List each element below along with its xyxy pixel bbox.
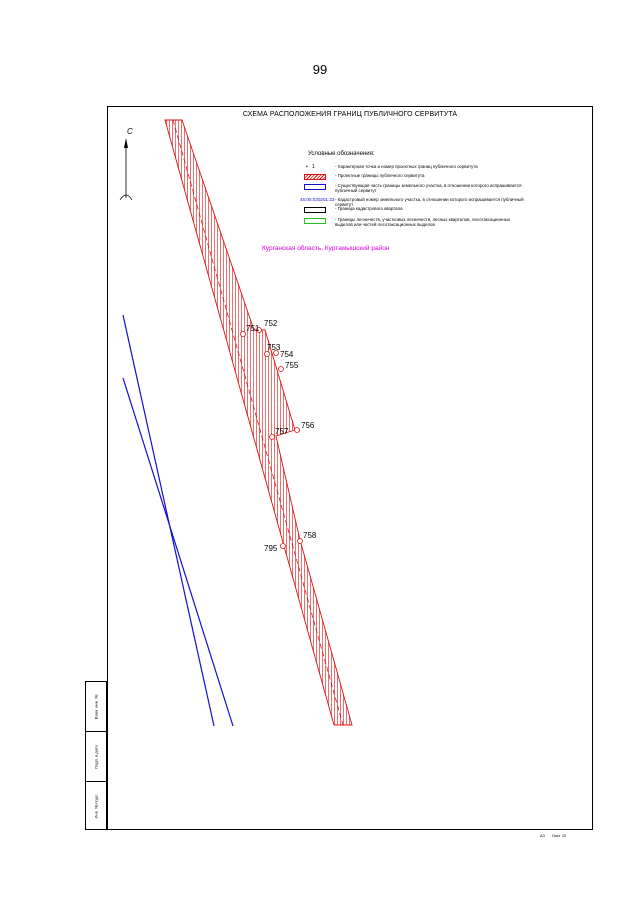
point-label-756: 756: [301, 421, 315, 430]
point-label-757: 757: [275, 427, 289, 436]
point-symbol-icon: •: [306, 164, 308, 170]
point-label-755: 755: [285, 361, 299, 370]
region-label: Курганская область, Куртамышский район: [262, 245, 390, 252]
hatch-swatch-icon: [304, 174, 326, 180]
stamp-cell-label: Инв. № подл.: [93, 793, 99, 818]
side-stamp: Взам. инв. № Подп. и дата Инв. № подл.: [85, 681, 107, 830]
point-label-795: 795: [264, 544, 278, 553]
stamp-cell-label: Подп. и дата: [93, 744, 99, 769]
point-label-752: 752: [264, 319, 278, 328]
legend-text: - Характерная точка и номер проектных гр…: [335, 164, 478, 169]
sheet-number: Лист 10: [552, 833, 567, 838]
legend-title: Условные обозначения:: [308, 151, 375, 157]
point-label-758: 758: [303, 531, 317, 540]
north-label: С: [127, 127, 133, 136]
legend-text: - Кадастровый номер земельного участка, …: [335, 197, 524, 207]
drawing-frame: [107, 106, 593, 830]
servitude-strip: [164, 119, 353, 726]
stamp-cell-signature: Подп. и дата: [86, 732, 106, 782]
legend-text: - Проектные границы публичного сервитута: [335, 173, 425, 178]
legend-text: - Границы лесничеств, участковых лесниче…: [335, 217, 511, 227]
parcel-boundary-lines: [122, 314, 234, 727]
stamp-cell-replacement: Взам. инв. №: [86, 682, 106, 732]
point-label-753: 753: [267, 343, 281, 352]
boundary-points: 751 752 753 754 755 756 757 758 795: [240, 319, 317, 553]
north-arrow-icon: С: [119, 127, 133, 201]
point-label-751: 751: [246, 324, 260, 333]
black-swatch-icon: [304, 207, 326, 213]
legend-point-number: 1: [312, 164, 315, 170]
point-label-754: 754: [280, 350, 294, 359]
sheet-footer: А3 Лист 10: [540, 833, 572, 838]
blue-swatch-icon: [304, 184, 326, 190]
stamp-cell-inventory: Инв. № подл.: [86, 782, 106, 829]
legend-text: - Существующая часть границы земельного …: [335, 183, 522, 193]
stamp-cell-label: Взам. инв. №: [93, 694, 99, 719]
green-swatch-icon: [304, 218, 326, 224]
page-number: 99: [312, 62, 328, 77]
sheet-title: СХЕМА РАСПОЛОЖЕНИЯ ГРАНИЦ ПУБЛИЧНОГО СЕР…: [242, 111, 458, 118]
cadastral-number-sample: 45:05:020201:23: [300, 197, 335, 202]
sheet-format: А3: [540, 833, 545, 838]
legend-text: - Граница кадастрового квартала: [335, 206, 403, 211]
